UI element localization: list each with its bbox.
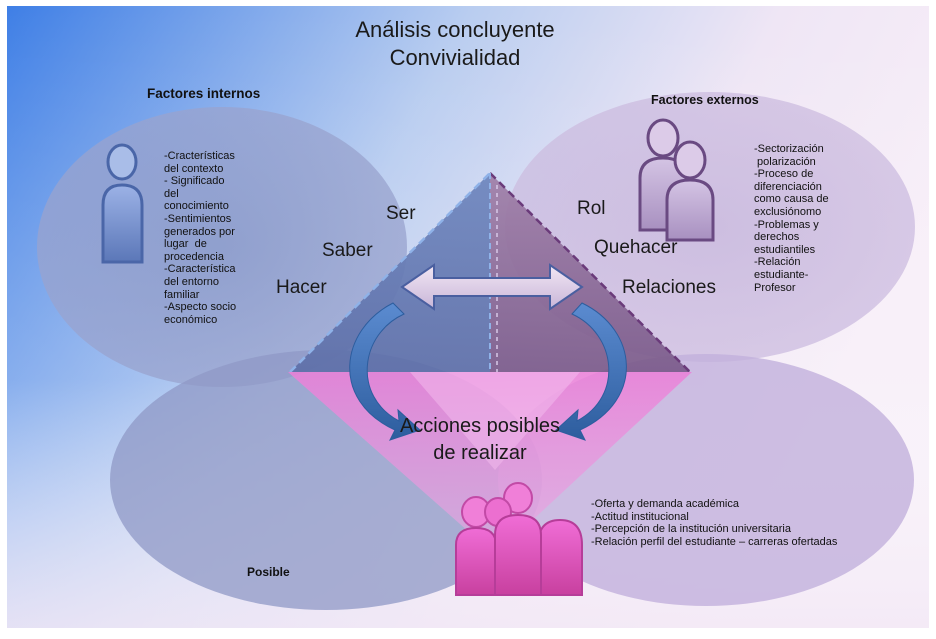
external-factor-item: -Proceso de (754, 168, 814, 181)
possible-actions-list: -Oferta y demanda académica -Actitud ins… (591, 498, 837, 548)
word-relaciones: Relaciones (622, 277, 716, 298)
two-people-icon (638, 118, 715, 242)
external-factor-item: como causa de (754, 193, 829, 206)
funnel-light-core (410, 372, 580, 470)
external-factors-list: -Sectorización polarización -Proceso de … (754, 143, 829, 294)
internal-factors-list: -Cracterísticas del contexto - Significa… (164, 150, 236, 326)
internal-factor-item: económico (164, 313, 218, 326)
possible-action-item: -Percepción de la institución universita… (591, 523, 791, 536)
word-hacer: Hacer (276, 277, 327, 298)
external-factor-item: estudiante- (754, 268, 809, 281)
external-factor-item: exclusiónomo (754, 205, 822, 218)
person-icon (101, 143, 144, 264)
internal-factor-item: -Característica (164, 263, 236, 276)
internal-factor-item: -Sentimientos (164, 212, 232, 225)
word-rol: Rol (577, 198, 606, 219)
external-factor-item: polarización (754, 155, 816, 168)
word-saber: Saber (322, 240, 373, 261)
external-factor-item: -Sectorización (754, 143, 824, 155)
possible-action-item: -Oferta y demanda académica (591, 498, 739, 510)
internal-factor-item: familiar (164, 288, 200, 301)
external-factor-item: estudiantiles (754, 243, 816, 256)
external-factor-item: -Problemas y (754, 218, 819, 231)
internal-factor-item: -Aspecto socio (164, 301, 237, 314)
internal-factor-item: del contexto (164, 162, 224, 175)
group-people-icon (455, 482, 583, 596)
internal-factor-item: procedencia (164, 250, 224, 263)
internal-factor-item: generados por (164, 225, 235, 238)
center-actions-line2: de realizar (433, 442, 527, 464)
external-factor-item: Profesor (754, 281, 796, 294)
curved-arrow-icon (349, 302, 421, 441)
triangle-left-dashed-edge (289, 172, 491, 373)
center-actions-line1: Acciones posibles (399, 415, 561, 437)
external-factors-heading: Factores externos (651, 93, 759, 107)
internal-factor-item: lugar de (164, 238, 207, 251)
internal-factor-item: -Cracterísticas (164, 150, 235, 162)
internal-factors-heading: Factores internos (147, 86, 261, 101)
internal-factor-item: del entorno (164, 275, 220, 288)
triangle-right-dashed-edge (489, 172, 691, 373)
external-factor-item: derechos (754, 231, 800, 244)
internal-factor-item: del (164, 187, 179, 200)
word-ser: Ser (386, 203, 416, 224)
possible-action-item: -Actitud institucional (591, 510, 689, 523)
possible-action-item: -Relación perfil del estudiante – carrer… (591, 535, 838, 548)
word-quehacer: Quehacer (594, 237, 678, 258)
double-arrow-icon (400, 263, 584, 311)
diagram-title-line2: Convivialidad (389, 45, 521, 70)
internal-factor-item: - Significado (164, 175, 225, 188)
diagram-title-line1: Análisis concluyente (355, 17, 555, 42)
external-factor-item: -Relación (754, 256, 801, 269)
curved-arrow-icon (555, 302, 627, 441)
internal-factor-item: conocimiento (164, 200, 229, 213)
possible-label: Posible (247, 565, 290, 579)
external-factor-item: diferenciación (754, 180, 822, 193)
